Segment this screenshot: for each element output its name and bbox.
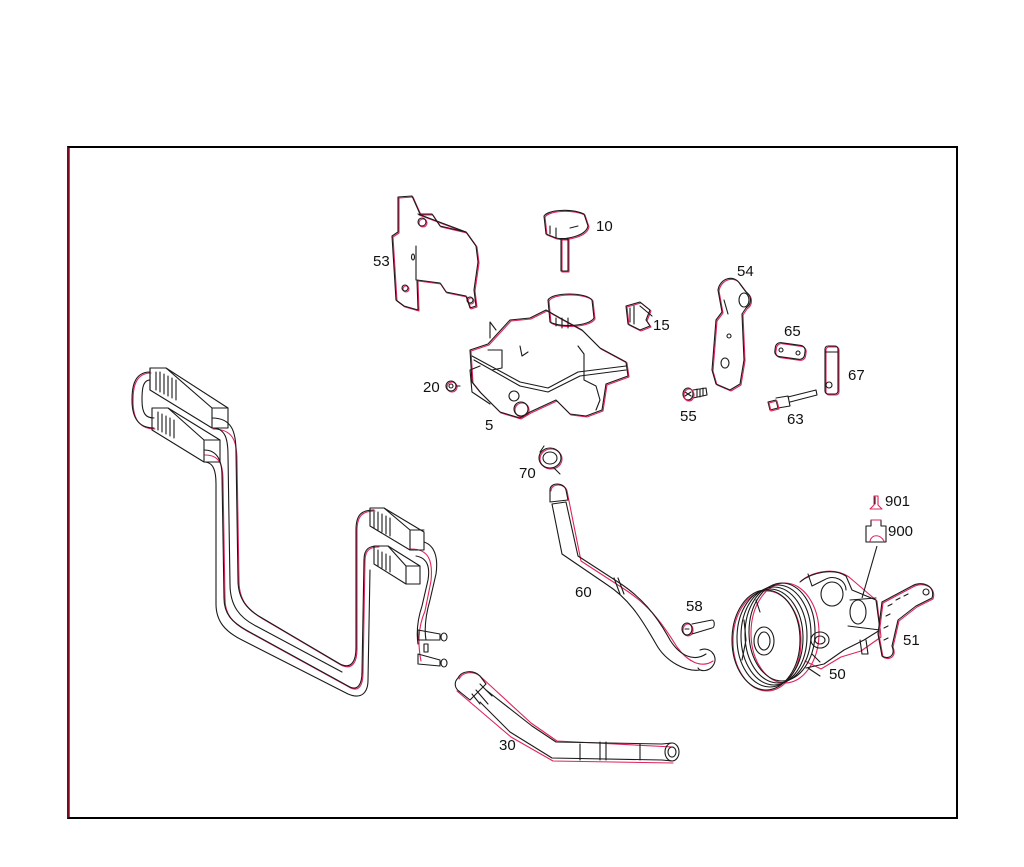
label-55[interactable]: 55 xyxy=(680,408,697,425)
label-67[interactable]: 67 xyxy=(848,367,865,384)
part-58-bolt[interactable] xyxy=(681,619,715,637)
label-20[interactable]: 20 xyxy=(423,379,440,396)
part-901-contact[interactable] xyxy=(869,495,883,510)
label-53[interactable]: 53 xyxy=(373,253,390,270)
part-20-nut[interactable] xyxy=(445,380,461,393)
label-30[interactable]: 30 xyxy=(499,737,516,754)
label-5[interactable]: 5 xyxy=(485,417,494,434)
label-70[interactable]: 70 xyxy=(519,465,536,482)
part-53-reservoir-bracket[interactable] xyxy=(391,195,480,312)
part-50-power-steering-pump[interactable] xyxy=(731,570,882,692)
label-901[interactable]: 901 xyxy=(885,493,911,510)
part-65-plate[interactable] xyxy=(774,342,807,361)
label-58[interactable]: 58 xyxy=(686,598,703,615)
leader-line-900 xyxy=(861,545,878,599)
label-60[interactable]: 60 xyxy=(575,584,592,601)
part-10-reservoir-cap[interactable] xyxy=(543,209,590,273)
part-54-bracket[interactable] xyxy=(711,277,753,392)
part-5-reservoir[interactable] xyxy=(469,293,630,420)
part-30-return-hose[interactable] xyxy=(454,671,680,764)
part-55-screw[interactable] xyxy=(682,387,708,402)
label-10[interactable]: 10 xyxy=(596,218,613,235)
part-60-suction-hose[interactable] xyxy=(549,483,716,672)
part-15-clip[interactable] xyxy=(625,301,653,332)
label-51[interactable]: 51 xyxy=(903,632,920,649)
label-50[interactable]: 50 xyxy=(829,666,846,683)
label-900[interactable]: 900 xyxy=(888,523,914,540)
label-15[interactable]: 15 xyxy=(653,317,670,334)
part-900-connector-housing[interactable] xyxy=(865,519,887,543)
part-oil-cooler-lines[interactable] xyxy=(131,367,448,697)
part-51-bracket[interactable] xyxy=(877,583,935,660)
label-54[interactable]: 54 xyxy=(737,263,754,280)
part-70-hose-clamp[interactable] xyxy=(538,445,563,475)
part-67-spacer[interactable] xyxy=(824,345,840,396)
label-65[interactable]: 65 xyxy=(784,323,801,340)
part-63-stud-bolt[interactable] xyxy=(767,389,818,412)
label-63[interactable]: 63 xyxy=(787,411,804,428)
